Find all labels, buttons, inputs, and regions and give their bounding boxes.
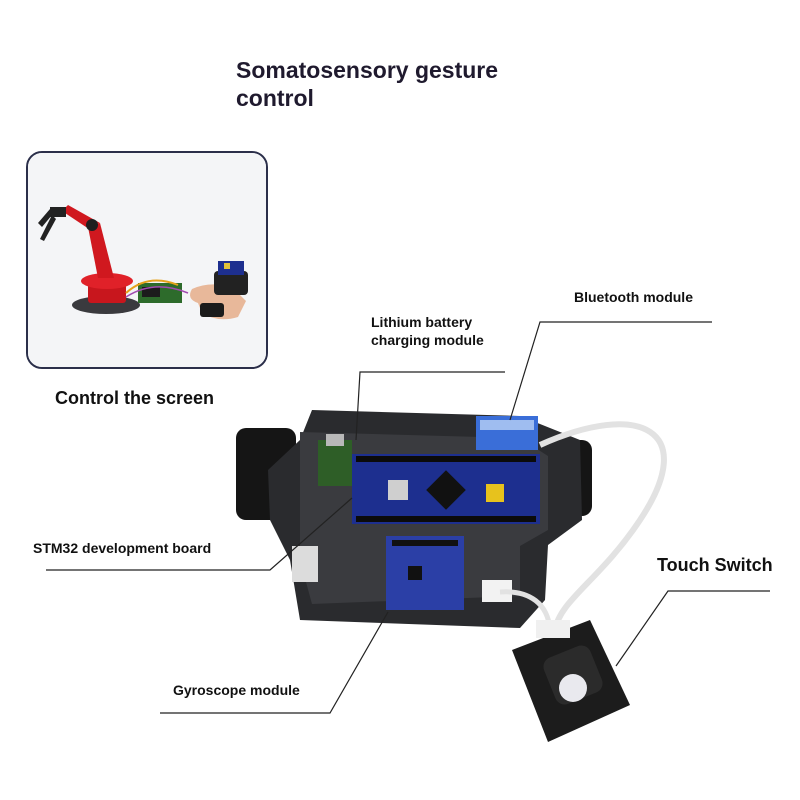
sensor-cable (538, 421, 667, 631)
charging-board (318, 440, 352, 486)
stm32-label: STM32 development board (33, 540, 212, 556)
leader-line-touch (615, 590, 770, 667)
control-photo (26, 151, 268, 369)
photo-caption: Control the screen (55, 388, 215, 408)
leader-line-bluetooth (509, 321, 712, 421)
page-title: Somatosensory gesture control (236, 57, 499, 111)
gyroscope-board (386, 536, 464, 610)
touch-pad-icon (559, 674, 587, 702)
lithium-label-line2: charging module (371, 332, 484, 348)
power-switch (292, 546, 318, 582)
robot-arm-illustration (28, 153, 266, 367)
leader-line-stm32 (46, 497, 353, 571)
lithium-label-line1: Lithium battery (371, 314, 473, 330)
leader-line-gyroscope (160, 611, 389, 714)
bluetooth-label: Bluetooth module (574, 289, 693, 305)
leader-line-lithium (355, 371, 505, 441)
touch-switch-label: Touch Switch (657, 555, 773, 575)
gyroscope-label: Gyroscope module (173, 682, 300, 698)
